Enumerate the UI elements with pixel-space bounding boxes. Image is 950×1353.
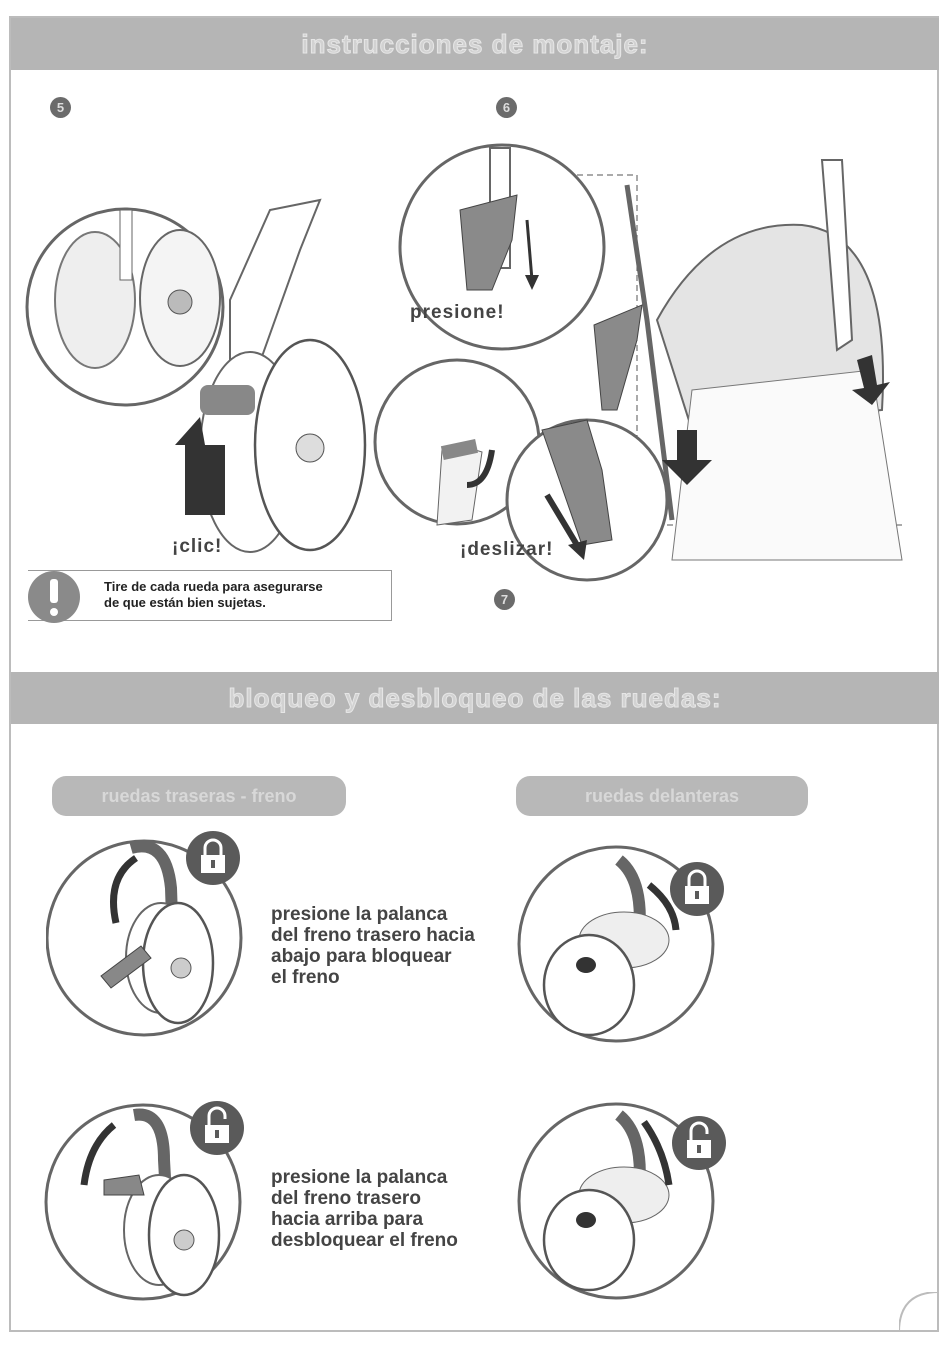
front-wheels-title: ruedas delanteras bbox=[516, 776, 808, 816]
step-6-badge: 6 bbox=[496, 97, 517, 118]
rear-lock-line-2: del freno trasero hacia bbox=[271, 925, 475, 946]
rear-wheels-title: ruedas traseras - freno bbox=[52, 776, 346, 816]
rear-unlock-line-3: hacia arriba para bbox=[271, 1209, 424, 1230]
rear-lock-illustration bbox=[46, 839, 243, 1037]
step-5-illustration bbox=[25, 198, 367, 553]
step-7-badge: 7 bbox=[494, 589, 515, 610]
step-5-badge: 5 bbox=[50, 97, 71, 118]
section-header-assembly: instrucciones de montaje: bbox=[11, 18, 939, 70]
rear-unlock-description: presione la palanca del freno trasero ha… bbox=[271, 1167, 458, 1251]
padlock-closed-icon bbox=[186, 831, 240, 885]
rear-lock-line-4: el freno bbox=[271, 967, 340, 988]
rear-lock-description: presione la palanca del freno trasero ha… bbox=[271, 904, 475, 988]
warning-line-1: Tire de cada rueda para asegurarse bbox=[104, 579, 323, 594]
step-6-7-illustration bbox=[373, 143, 903, 582]
rear-unlock-line-1: presione la palanca bbox=[271, 1167, 448, 1188]
rear-unlock-line-4: desbloquear el freno bbox=[271, 1230, 458, 1251]
slide-label: ¡deslizar! bbox=[460, 539, 554, 560]
rear-lock-line-1: presione la palanca bbox=[271, 904, 448, 925]
padlock-open-icon bbox=[190, 1101, 244, 1155]
padlock-closed-icon bbox=[670, 862, 724, 916]
click-label: ¡clic! bbox=[172, 536, 223, 557]
rear-lock-line-3: abajo para bloquear bbox=[271, 946, 452, 967]
warning-text: Tire de cada rueda para asegurarse de qu… bbox=[104, 579, 323, 611]
section-header-wheels: bloqueo y desbloqueo de las ruedas: bbox=[11, 672, 939, 724]
warning-line-2: de que están bien sujetas. bbox=[104, 595, 266, 610]
rear-unlock-illustration bbox=[44, 1103, 242, 1301]
exclamation-icon bbox=[28, 571, 80, 623]
front-unlock-illustration bbox=[517, 1102, 715, 1300]
padlock-open-icon bbox=[672, 1116, 726, 1170]
front-lock-illustration bbox=[517, 845, 715, 1043]
rear-unlock-line-2: del freno trasero bbox=[271, 1188, 421, 1209]
page-corner-tab bbox=[899, 1292, 939, 1332]
warning-box: Tire de cada rueda para asegurarse de qu… bbox=[28, 570, 392, 621]
press-label: presione! bbox=[410, 302, 505, 323]
